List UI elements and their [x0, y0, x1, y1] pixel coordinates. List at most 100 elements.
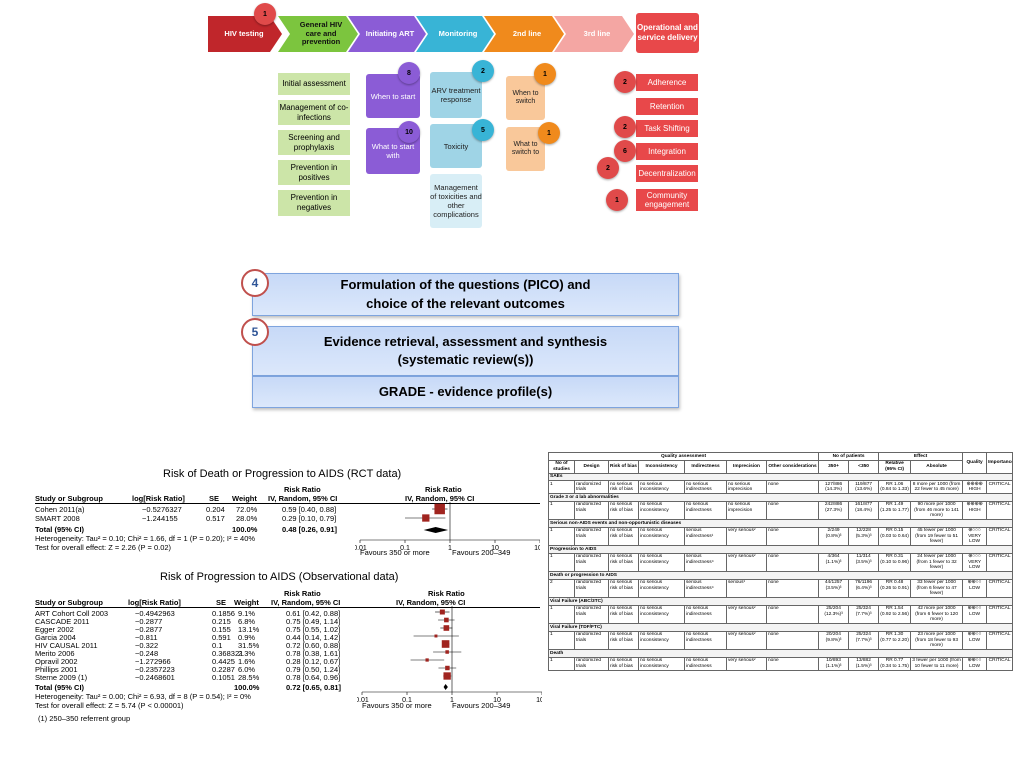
grade-cell: 25/324 (7.7%)³ — [848, 604, 880, 625]
forest2-row-ci: 0.61 [0.42, 0.88] — [286, 609, 341, 618]
step-evidence: Evidence retrieval, assessment and synth… — [252, 326, 679, 376]
grade-cell: CRITICAL — [986, 630, 1014, 651]
forest-tick-label: 10 — [493, 697, 501, 704]
forest2-col-ci-2: IV, Random, 95% CI — [396, 598, 466, 607]
forest2-row-se: 0.2287 — [212, 665, 235, 674]
grade-cell: RR 0.77 (0.34 to 1.75) — [878, 656, 912, 672]
forest-point-marker — [445, 650, 449, 654]
grade-cell: 1 — [548, 656, 575, 672]
grade-cell: very serious² — [726, 656, 767, 672]
grade-cell: 1 — [548, 630, 575, 651]
badge: 1 — [606, 189, 628, 211]
forest-point-marker — [443, 672, 451, 680]
grade-subheader-cell: Other considerations — [765, 459, 820, 474]
forest1-header-rule — [35, 503, 540, 504]
stage-2nd-line: 2nd line — [484, 16, 564, 52]
grade-cell: 2/249 (0.8%)³ — [818, 526, 850, 547]
grade-cell: RR 1.54 (0.92 to 2.56) — [878, 604, 912, 625]
forest2-row-study: Merito 2006 — [35, 649, 75, 658]
badge: 8 — [398, 62, 420, 84]
grade-cell: no serious risk of bias — [608, 500, 639, 521]
grade-cell: 11/314 (3.5%)³ — [848, 552, 880, 573]
step-evidence-line2: (systematic review(s)) — [397, 352, 534, 367]
forest2-row-study: Sterne 2009 (1) — [35, 673, 88, 682]
grade-subheader-cell: Absolute — [910, 459, 964, 474]
forest-point-marker — [425, 658, 429, 662]
grade-cell: 42 more per 1000 (from 6 fewer to 120 mo… — [910, 604, 964, 625]
forest-tick-label: 1 — [448, 545, 452, 552]
box-prevention-positives: Prevention in positives — [278, 160, 350, 185]
grade-cell: no serious indirectness — [684, 630, 727, 651]
grade-outcome-name: Death or progression to AIDS — [547, 571, 1014, 580]
grade-cell: 33 fewer per 1000 (from 6 fewer to 47 fe… — [910, 578, 964, 599]
forest2-row-weight: 13.1% — [238, 625, 260, 634]
forest1-row-se: 0.517 — [206, 514, 225, 523]
forest2-row-log: −0.248 — [135, 649, 159, 658]
forest1-rr-header: Risk Ratio — [284, 485, 321, 494]
grade-cell: very serious² — [726, 604, 767, 625]
forest2-row-weight: 0.9% — [238, 633, 256, 642]
forest1-row-study: SMART 2008 — [35, 514, 80, 523]
forest2-row-se: 0.591 — [212, 633, 231, 642]
grade-cell: ⊕⊕○○ LOW — [962, 604, 988, 625]
grade-cell: randomized trials — [574, 656, 609, 672]
forest2-title: Risk of Progression to AIDS (Observation… — [160, 571, 399, 583]
grade-subheader-cell: Design — [574, 459, 609, 474]
grade-cell: CRITICAL — [986, 604, 1014, 625]
grade-cell: no serious risk of bias — [608, 656, 639, 672]
forest-tick-label: 10 — [491, 545, 499, 552]
grade-cell: ⊕○○○ VERY LOW — [962, 552, 988, 573]
grade-cell: none — [765, 656, 820, 672]
grade-cell: 1 — [548, 500, 575, 521]
box-task-shifting: Task Shifting — [636, 120, 698, 137]
forest1-favours-left: Favours 350 or more — [360, 548, 430, 557]
forest2-rr-header: Risk Ratio — [284, 589, 321, 598]
grade-cell: no serious inconsistency — [638, 604, 685, 625]
forest2-row-ci: 0.78 [0.38, 1.61] — [286, 649, 341, 658]
grade-cell: randomized trials — [574, 526, 609, 547]
grade-cell: ⊕⊕○○ LOW — [962, 578, 988, 599]
grade-cell: CRITICAL — [986, 526, 1014, 547]
forest2-row-ci: 0.78 [0.64, 0.96] — [286, 673, 341, 682]
forest1-col-study: Study or Subgroup — [35, 494, 103, 503]
grade-outcome-name: Progression to AIDS — [547, 545, 1014, 554]
forest-point-marker — [444, 617, 449, 623]
forest2-col-study: Study or Subgroup — [35, 598, 103, 607]
grade-subheader-cell: Inconsistency — [638, 459, 685, 474]
box-adherence: Adherence — [636, 74, 698, 91]
grade-cell: very serious² — [726, 552, 767, 573]
grade-cell: CRITICAL — [986, 578, 1014, 599]
grade-cell: CRITICAL — [986, 480, 1014, 495]
grade-cell: 10/893 (1.1%)³ — [818, 656, 850, 672]
grade-cell: no serious indirectness — [684, 480, 727, 495]
forest-point-marker — [434, 503, 445, 515]
forest-total-diamond — [443, 684, 448, 690]
forest2-row-se: 0.1 — [212, 641, 223, 650]
badge: 1 — [538, 122, 560, 144]
step-evidence-line1: Evidence retrieval, assessment and synth… — [323, 333, 608, 349]
grade-cell: ⊕⊕⊕⊕ HIGH — [962, 480, 988, 495]
grade-cell: ⊕○○○ VERY LOW — [962, 526, 988, 547]
forest2-col-weight: Weight — [234, 598, 259, 607]
grade-cell: RR 0.15 (0.03 to 0.64) — [878, 526, 912, 547]
badge: 6 — [614, 140, 636, 162]
forest2-col-ci: IV, Random, 95% CI — [271, 598, 341, 607]
grade-cell: randomized trials — [574, 500, 609, 521]
grade-cell: no serious risk of bias — [608, 604, 639, 625]
badge: 1 — [254, 3, 276, 25]
grade-cell: serious indirectness⁴ — [684, 552, 727, 573]
grade-cell: 24 fewer per 1000 (from 1 fewer to 32 fe… — [910, 552, 964, 573]
grade-cell: very serious² — [726, 526, 767, 547]
grade-outcome-name: Death — [547, 649, 1014, 658]
forest2-row-study: Egger 2002 — [35, 625, 74, 634]
forest1-col-ci: IV, Random, 95% CI — [268, 494, 338, 503]
forest1-row-ci: 0.59 [0.40, 0.88] — [282, 505, 337, 514]
grade-cell: ⊕⊕○○ LOW — [962, 630, 988, 651]
forest1-row-ci: 0.29 [0.10, 0.79] — [282, 514, 337, 523]
forest1-col-log: log[Risk Ratio] — [132, 494, 185, 503]
forest1-rr-header-2: Risk Ratio — [425, 485, 462, 494]
grade-cell: 4/364 (1.1%)³ — [818, 552, 850, 573]
grade-header-patients: No of patients — [818, 452, 880, 461]
grade-evidence-profile-table: Quality assessment No of patients Effect… — [547, 452, 1014, 672]
